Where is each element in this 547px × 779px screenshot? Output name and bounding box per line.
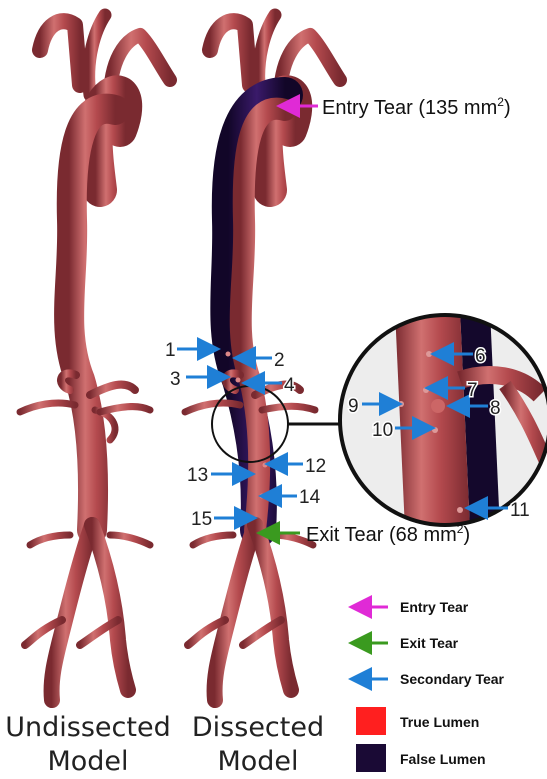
tear-number: 14	[299, 487, 321, 508]
tear-number: 7	[467, 380, 478, 401]
tear-number: 8	[490, 398, 501, 419]
entry-tear-label: Entry Tear (135 mm2)	[322, 95, 511, 119]
caption-right-line2: Model	[217, 746, 298, 777]
undissected-aorta-model	[20, 15, 170, 700]
legend-entry-tear: Entry Tear	[354, 599, 469, 615]
tear-number: 15	[191, 509, 212, 530]
svg-text:False Lumen: False Lumen	[400, 751, 486, 767]
legend: Entry Tear Exit Tear Secondary Tear True…	[354, 599, 505, 772]
tear-number: 11	[510, 500, 530, 521]
legend-secondary-tear: Secondary Tear	[354, 671, 505, 687]
model-captions: Undissected Model Dissected Model	[5, 712, 324, 777]
svg-text:True Lumen: True Lumen	[400, 714, 479, 730]
tear-dot	[263, 463, 268, 468]
tear-dot	[236, 378, 241, 383]
tear-number: 4	[284, 375, 295, 396]
tear-dot	[226, 352, 231, 357]
svg-text:Secondary Tear: Secondary Tear	[400, 671, 505, 687]
tear-number: 10	[372, 420, 393, 441]
legend-false-lumen: False Lumen	[356, 744, 486, 772]
caption-right-line1: Dissected	[192, 712, 324, 743]
svg-text:Entry Tear: Entry Tear	[400, 599, 469, 615]
legend-exit-tear: Exit Tear	[354, 635, 459, 651]
tear-number: 2	[274, 350, 285, 371]
tear-dot	[260, 494, 265, 499]
caption-left-line2: Model	[47, 746, 128, 777]
exit-tear-label: Exit Tear (68 mm2)	[306, 522, 470, 546]
tear-number: 12	[305, 456, 326, 477]
tear-number: 3	[170, 369, 181, 390]
tear-number: 9	[348, 396, 359, 417]
caption-left-line1: Undissected	[5, 712, 170, 743]
tear-number: 13	[187, 465, 208, 486]
tear-number: 1	[165, 340, 176, 361]
legend-true-lumen: True Lumen	[356, 707, 479, 735]
tear-number: 6	[475, 346, 486, 367]
svg-text:Exit Tear: Exit Tear	[400, 635, 459, 651]
